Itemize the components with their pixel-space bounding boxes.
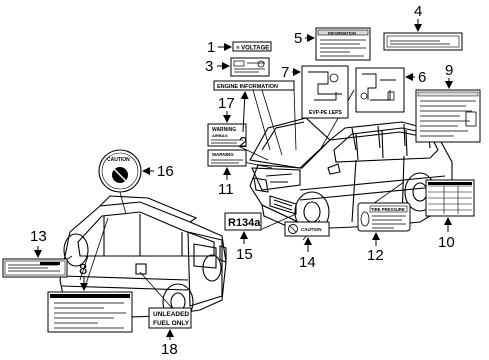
label-16-round-caution: CAUTION <box>98 149 142 193</box>
callout-5: 5 <box>294 30 302 47</box>
label-9-plate <box>415 89 481 143</box>
label-17-sub: AIRBAG <box>212 133 228 138</box>
callout-17: 17 <box>218 95 235 112</box>
label-13-plate <box>2 258 68 278</box>
callout-15: 15 <box>236 246 253 263</box>
callout-numbers: 1 2 3 4 5 6 7 8 9 10 11 12 13 14 15 16 1… <box>30 3 455 358</box>
label-10-table <box>425 179 475 217</box>
callout-11: 11 <box>218 181 234 198</box>
label-6-diagram <box>355 67 405 113</box>
label-3-emission <box>230 57 270 77</box>
leader-lines <box>59 87 405 309</box>
label-17-airbag-warning: WARNING AIRBAG <box>207 123 247 147</box>
label-1-voltage: ≡ VOLTAGE <box>232 41 272 52</box>
label-15-refrigerant: R134a <box>224 212 262 231</box>
label-5-header: INFORMATION <box>328 31 356 36</box>
label-15-text: R134a <box>228 217 261 229</box>
label-5-information: INFORMATION <box>315 27 371 61</box>
label-12-header: TIRE PRESSURE <box>371 207 405 212</box>
label-12-tire-pressure: TIRE PRESSURE <box>357 202 411 232</box>
callout-7: 7 <box>281 64 289 81</box>
callout-12: 12 <box>367 247 384 264</box>
label-7-vacuum-diagram: EVP-PE LEPS <box>301 65 349 119</box>
callout-8: 8 <box>79 261 87 278</box>
label-14-text: CAUTION <box>301 227 322 232</box>
label-4-plate <box>383 32 463 51</box>
label-8-plate <box>47 291 133 333</box>
callout-arrows <box>34 19 453 340</box>
label-2-engine-info: ENGINE INFORMATION <box>213 80 295 91</box>
label-18-line2: FUEL ONLY <box>153 320 190 327</box>
callout-18: 18 <box>161 341 178 358</box>
label-1-text: ≡ VOLTAGE <box>236 46 269 52</box>
label-18-line1: UNLEADED <box>153 311 189 318</box>
callout-1: 1 <box>207 39 215 56</box>
label-11-warning: WARNING <box>207 149 247 167</box>
callout-2: 2 <box>239 134 247 151</box>
callout-3: 3 <box>205 58 213 75</box>
label-7-caption: EVP-PE LEPS <box>309 110 342 116</box>
label-16-text: CAUTION <box>107 157 130 163</box>
callout-6: 6 <box>418 69 426 86</box>
callout-14: 14 <box>299 254 316 271</box>
label-14-caution: CAUTION <box>284 221 330 237</box>
callout-13: 13 <box>30 228 47 245</box>
callout-9: 9 <box>445 62 453 79</box>
callout-10: 10 <box>438 234 455 251</box>
callout-4: 4 <box>414 3 422 20</box>
label-18-unleaded-fuel: UNLEADED FUEL ONLY <box>148 307 192 329</box>
label-2-text: ENGINE INFORMATION <box>217 84 278 90</box>
label-11-header: WARNING <box>212 152 234 157</box>
callout-16: 16 <box>157 163 174 180</box>
label-17-header: WARNING <box>212 127 236 133</box>
